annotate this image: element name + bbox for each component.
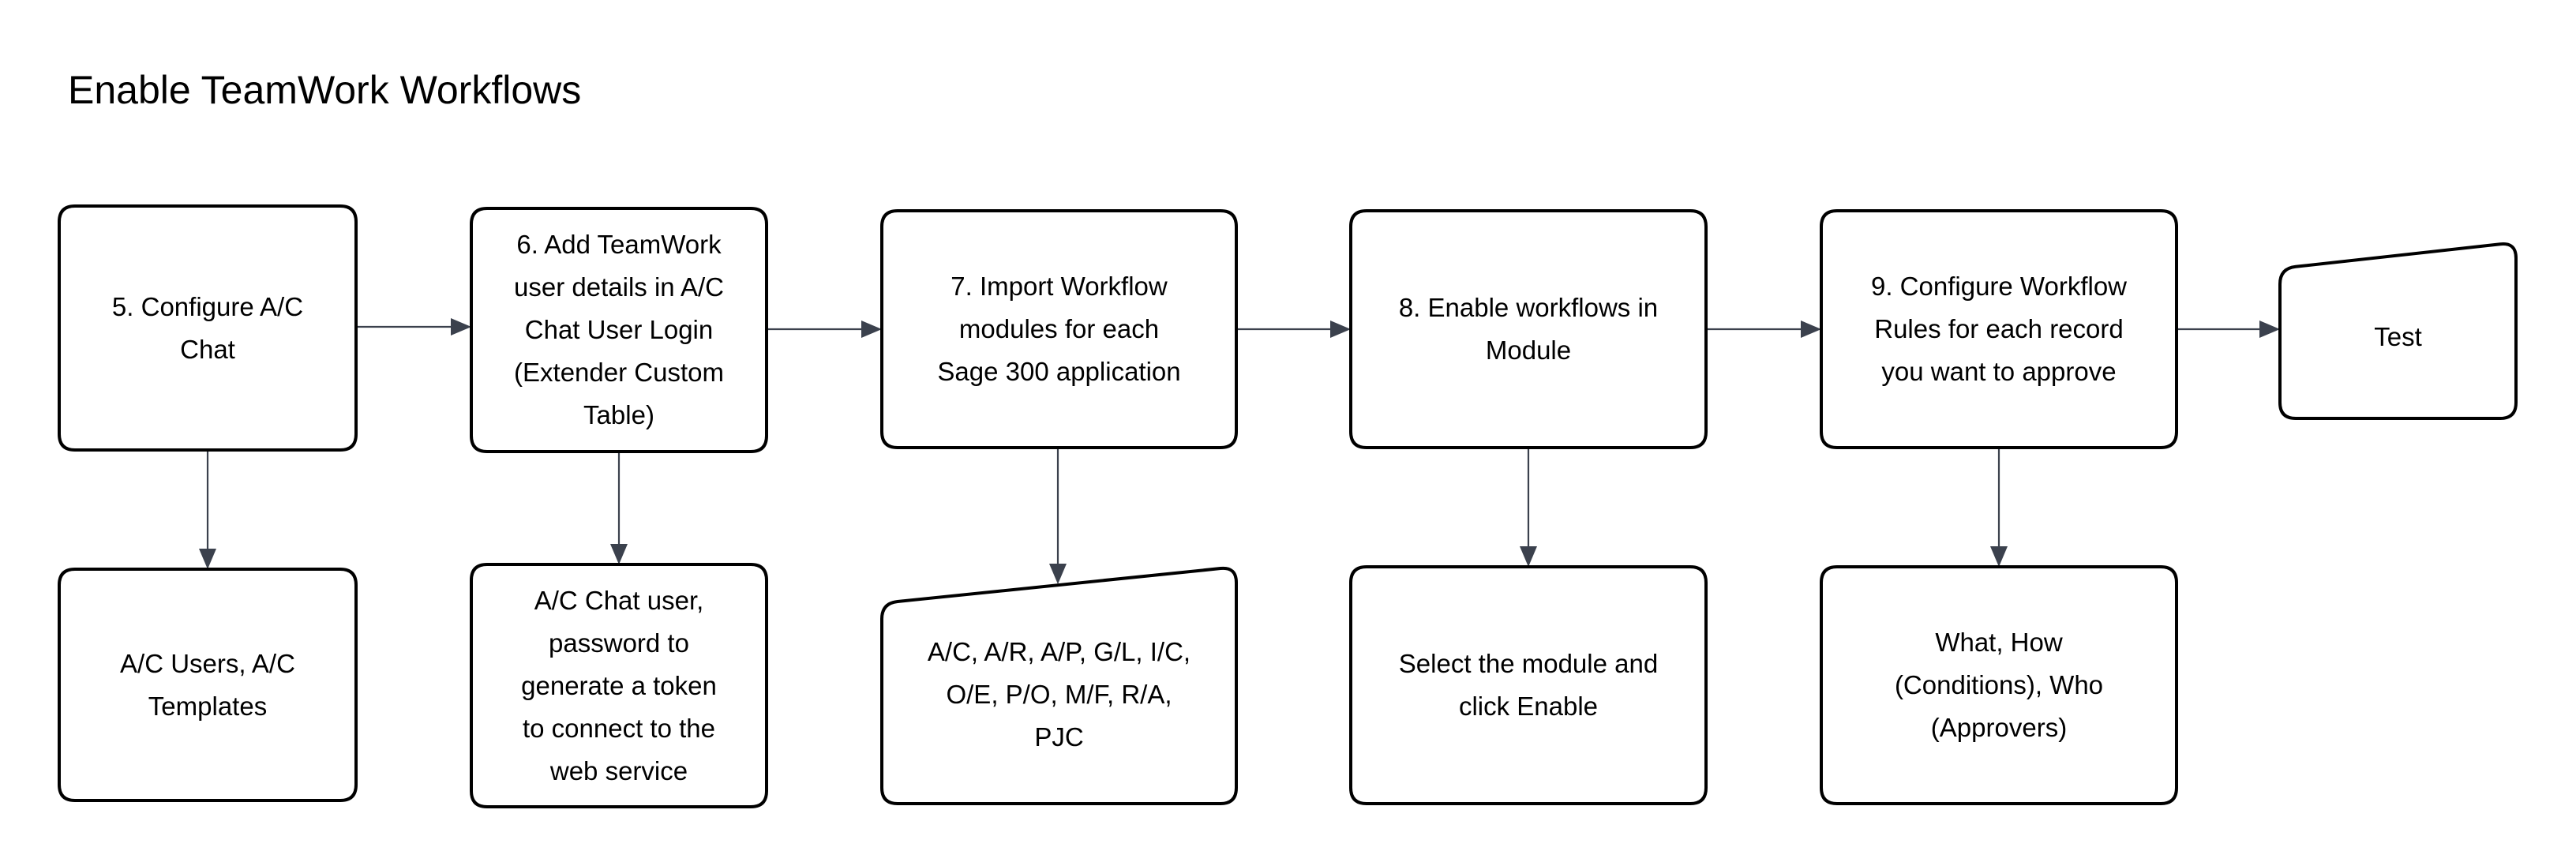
edge-step6-to-detail6: [610, 452, 628, 564]
process-node-detail9[interactable]: [1820, 565, 2178, 805]
manual-input-node-detail7[interactable]: [880, 566, 1238, 805]
edge-step5-to-detail5: [199, 450, 216, 569]
process-node-detail8[interactable]: [1349, 565, 1708, 805]
edge-step9-to-test: [2177, 321, 2280, 338]
process-node-step7[interactable]: [880, 209, 1238, 449]
arrow-down-icon: [610, 544, 628, 564]
edge-step6-to-step7: [767, 321, 882, 338]
arrow-right-icon: [1330, 321, 1351, 338]
arrow-right-icon: [861, 321, 882, 338]
process-node-detail5[interactable]: [58, 568, 358, 802]
process-node-step8[interactable]: [1349, 209, 1708, 449]
process-node-step6[interactable]: [470, 207, 768, 453]
edge-step9-to-detail9: [1990, 448, 2008, 567]
arrow-right-icon: [2259, 321, 2280, 338]
process-node-step5[interactable]: [58, 204, 358, 452]
page-title: Enable TeamWork Workflows: [68, 68, 582, 112]
edges-layer: [199, 318, 2280, 584]
edge-step8-to-detail8: [1520, 448, 1537, 567]
arrow-down-icon: [1049, 564, 1067, 584]
arrow-down-icon: [199, 549, 216, 569]
arrow-down-icon: [1520, 546, 1537, 567]
arrow-right-icon: [1801, 321, 1821, 338]
arrow-right-icon: [451, 318, 471, 336]
process-node-detail6[interactable]: [470, 563, 768, 808]
arrow-down-icon: [1990, 546, 2008, 567]
nodes-layer: [58, 204, 2518, 808]
edge-step8-to-step9: [1706, 321, 1821, 338]
process-node-step9[interactable]: [1820, 209, 2178, 449]
edge-step7-to-step8: [1236, 321, 1351, 338]
manual-input-node-test[interactable]: [2278, 242, 2518, 420]
edge-step5-to-step6: [356, 318, 471, 336]
edge-step7-to-detail7: [1049, 448, 1067, 584]
